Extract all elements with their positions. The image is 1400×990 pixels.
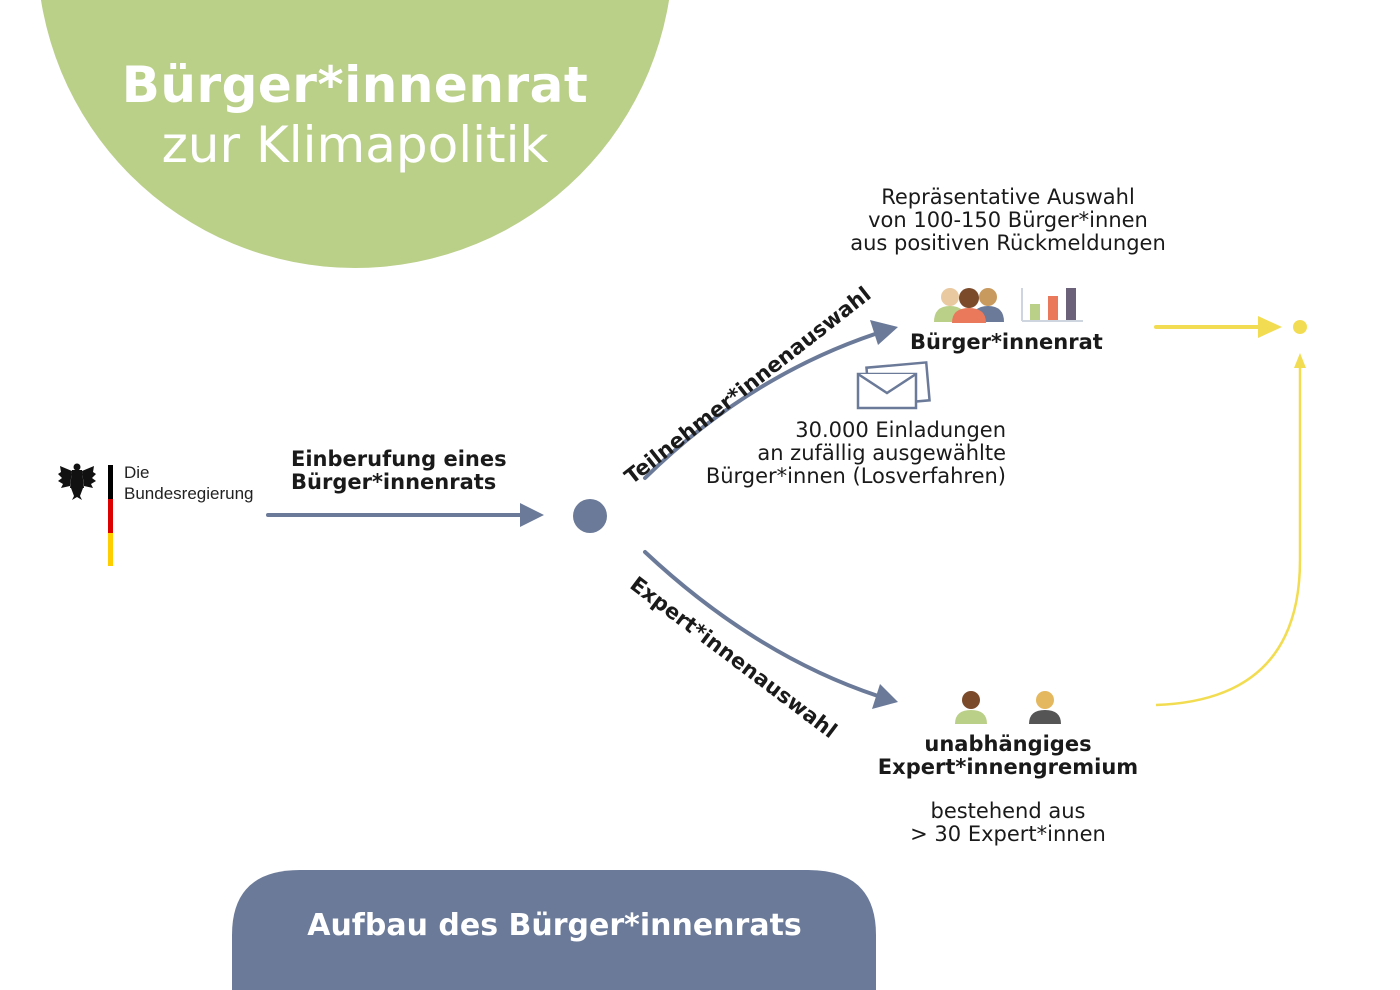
federal-eagle-icon xyxy=(58,463,96,500)
decision-node xyxy=(573,499,607,533)
envelope-icon xyxy=(856,361,931,410)
bar-chart-icon xyxy=(1021,288,1083,322)
expert-panel-title-line2: Expert*innengremium xyxy=(877,755,1139,779)
arrow-experts xyxy=(643,550,898,709)
footer-tab xyxy=(232,870,876,990)
arrow-participants xyxy=(643,320,898,480)
invitations-text-line2: an zufällig ausgewählte xyxy=(757,441,1006,465)
expert-panel-title-line1: unabhängiges xyxy=(924,732,1092,756)
selection-text-line1: Repräsentative Auswahl xyxy=(881,185,1135,209)
arrow-experts-output xyxy=(1155,353,1306,707)
arrow-council-output xyxy=(1154,316,1282,338)
government-label-die: Die xyxy=(124,463,150,482)
people-group-icon xyxy=(934,288,1004,323)
page-title: Bürger*innenrat xyxy=(121,56,589,114)
selection-text-line3: aus positiven Rückmeldungen xyxy=(850,231,1166,255)
page-subtitle: zur Klimapolitik xyxy=(161,116,549,174)
government-label-name: Bundesregierung xyxy=(124,484,254,503)
footer-title: Aufbau des Bürger*innenrats xyxy=(307,908,802,943)
selection-text-line2: von 100-150 Bürger*innen xyxy=(868,208,1148,232)
invitations-text-line1: 30.000 Einladungen xyxy=(795,418,1006,442)
result-node xyxy=(1293,320,1307,334)
title-circle xyxy=(41,0,669,268)
expert-panel-desc-line2: > 30 Expert*innen xyxy=(910,822,1106,846)
convene-label-line2: Bürger*innenrats xyxy=(291,470,497,494)
person-icon xyxy=(955,691,987,724)
expert-panel-desc-line1: bestehend aus xyxy=(930,799,1086,823)
invitations-text-line3: Bürger*innen (Losverfahren) xyxy=(705,464,1006,488)
arrow-convene xyxy=(266,503,544,527)
german-flag-stripe xyxy=(108,465,113,566)
citizens-council-title: Bürger*innenrat xyxy=(910,330,1103,354)
convene-label-line1: Einberufung eines xyxy=(291,447,507,471)
person-icon xyxy=(1029,691,1061,724)
